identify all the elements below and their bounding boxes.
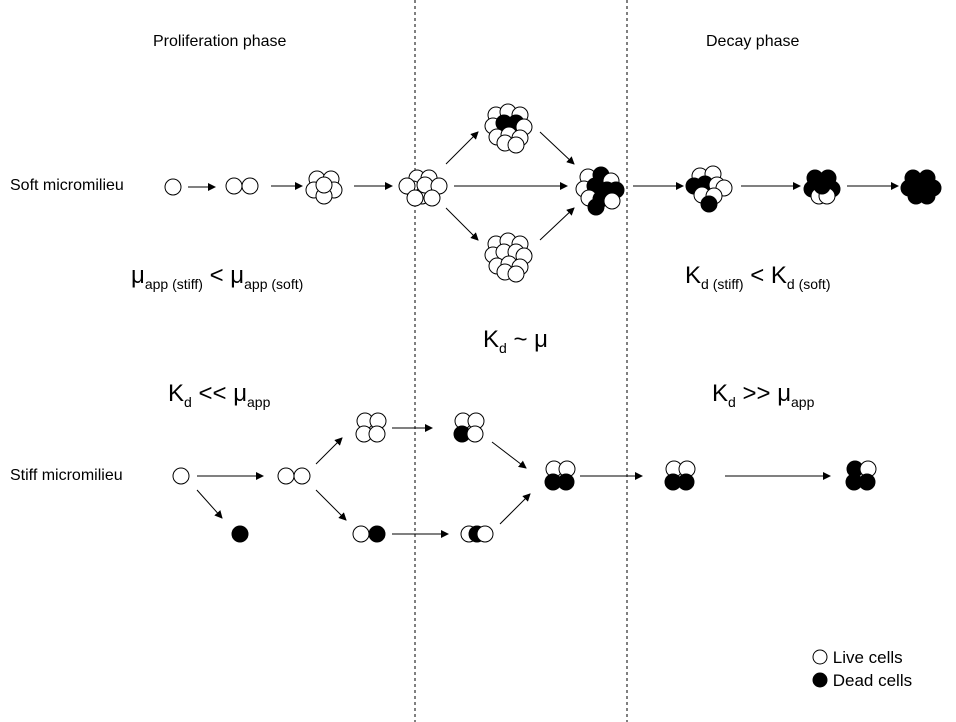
soft-decaying-cluster xyxy=(700,195,718,213)
stiff-micromilieu-label: Stiff micromilieu xyxy=(10,467,123,484)
kd-subscript-stiff: d (stiff) xyxy=(701,276,744,292)
mu-symbol: μ xyxy=(777,380,792,407)
legend-live-cells: Live cells xyxy=(812,648,903,668)
soft-proliferating-cluster xyxy=(423,189,441,207)
stiff-lower-three-cell-cluster xyxy=(476,525,494,543)
dead-cell-icon xyxy=(812,672,828,688)
less-than-operator: < xyxy=(209,262,224,289)
mu-symbol: μ xyxy=(233,380,248,407)
soft-single-cell xyxy=(164,178,182,196)
soft-mostly-dead-cluster xyxy=(813,177,831,195)
less-than-operator: < xyxy=(750,262,765,289)
k-symbol: K xyxy=(483,326,500,353)
approx-mu-text: ~ μ xyxy=(513,326,548,353)
soft-upper-large-cluster xyxy=(507,136,525,154)
process-arrow xyxy=(491,441,527,469)
kd-subscript-soft: d (soft) xyxy=(786,276,831,292)
mu-subscript-soft: app (soft) xyxy=(244,276,304,292)
mu-symbol: μ xyxy=(131,262,145,289)
k-symbol: K xyxy=(770,262,787,289)
legend-dead-label: Dead cells xyxy=(832,671,913,690)
legend-live-label: Live cells xyxy=(832,648,903,667)
kd-approx-mu-equation: Kd ~ μ xyxy=(483,326,548,356)
cells-layer xyxy=(164,103,942,543)
process-arrow xyxy=(539,131,575,165)
kd-subscript: d xyxy=(499,340,507,356)
k-symbol: K xyxy=(712,380,729,407)
soft-two-cell-cluster xyxy=(241,177,259,195)
stiff-two-cell-cluster xyxy=(293,467,311,485)
mu-app-subscript: app xyxy=(247,394,271,410)
process-arrow xyxy=(196,489,223,519)
soft-dead-cluster xyxy=(912,178,930,196)
stiff-decaying-cluster xyxy=(677,473,695,491)
process-arrow xyxy=(539,207,575,241)
mu-app-subscript: app xyxy=(791,394,815,410)
live-cell-icon xyxy=(812,649,828,665)
decay-phase-title: Decay phase xyxy=(706,33,800,50)
stiff-lower-two-cell-cluster xyxy=(352,525,370,543)
kd-much-less-mu-equation: Kd << μapp xyxy=(168,380,271,410)
process-arrow xyxy=(445,131,479,165)
soft-lower-large-cluster xyxy=(507,265,525,283)
mu-subscript-stiff: app (stiff) xyxy=(144,276,203,292)
mu-symbol: μ xyxy=(230,262,245,289)
mu-comparison-equation: μapp (stiff) < μapp (soft) xyxy=(131,262,304,292)
soft-proliferating-cluster xyxy=(398,177,416,195)
stiff-mostly-dead-cluster xyxy=(858,473,876,491)
soft-proliferating-cluster xyxy=(406,189,424,207)
k-symbol: K xyxy=(685,262,702,289)
stiff-upper-partial-dead-cluster xyxy=(466,425,484,443)
kd-comparison-equation: Kd (stiff) < Kd (soft) xyxy=(685,262,831,292)
kd-subscript: d xyxy=(184,394,192,410)
soft-converged-cluster xyxy=(587,198,605,216)
process-arrow xyxy=(499,493,531,525)
legend-dead-cells: Dead cells xyxy=(812,671,912,691)
process-arrow xyxy=(445,207,479,241)
proliferation-phase-title: Proliferation phase xyxy=(153,33,287,50)
soft-four-cell-cluster xyxy=(315,176,333,194)
stiff-two-cell-cluster xyxy=(277,467,295,485)
soft-two-cell-cluster xyxy=(225,177,243,195)
arrows-layer xyxy=(188,131,899,538)
process-arrow xyxy=(315,489,347,521)
stiff-single-cell xyxy=(172,467,190,485)
soft-converged-cluster xyxy=(603,192,621,210)
stiff-upper-four-cell-cluster xyxy=(368,425,386,443)
soft-micromilieu-label: Soft micromilieu xyxy=(10,177,124,194)
stiff-dead-single-cell xyxy=(231,525,249,543)
kd-much-greater-mu-equation: Kd >> μapp xyxy=(712,380,815,410)
kd-subscript: d xyxy=(728,394,736,410)
process-arrow xyxy=(315,437,343,465)
much-less-operator: << xyxy=(198,380,227,407)
stiff-converged-cluster xyxy=(557,473,575,491)
much-greater-operator: >> xyxy=(742,380,771,407)
stiff-lower-two-cell-cluster xyxy=(368,525,386,543)
k-symbol: K xyxy=(168,380,185,407)
